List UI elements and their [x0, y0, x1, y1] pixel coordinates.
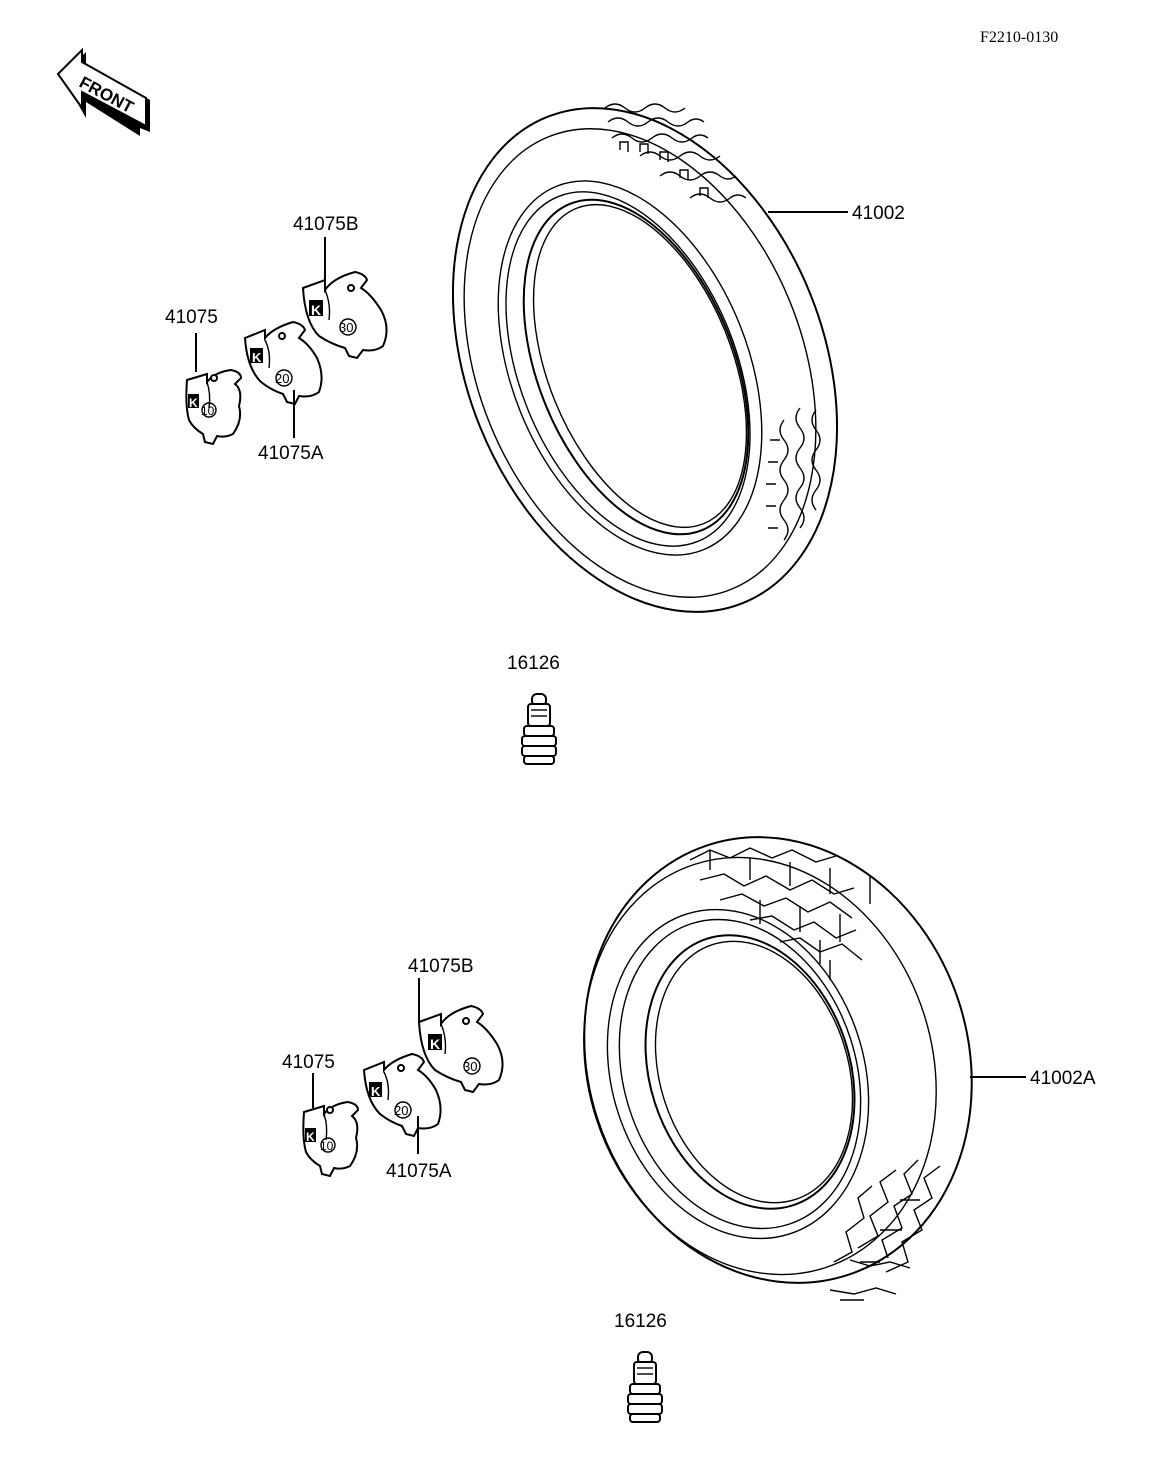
balance-weight-30-rear: K 30	[417, 1004, 504, 1094]
weight-30-front-brand: K	[311, 302, 321, 318]
drawing-code: F2210-0130	[980, 29, 1058, 46]
callout-41075A-rear: 41075A	[386, 1161, 452, 1182]
weight-20-front-value: 20	[275, 371, 289, 386]
weight-20-front-brand: K	[252, 350, 262, 365]
front-tire	[451, 103, 839, 613]
callout-41075-front: 41075	[165, 307, 218, 328]
weight-10-front-value: 10	[201, 404, 215, 418]
callout-41075A-front: 41075A	[258, 443, 324, 464]
callout-41002: 41002	[852, 203, 905, 224]
balance-weight-10-rear: K 10	[302, 1100, 360, 1178]
callout-41002A: 41002A	[1030, 1068, 1096, 1089]
balance-weight-10-front: K 10	[185, 368, 243, 446]
callout-16126-front: 16126	[507, 653, 560, 674]
balance-weight-20-front: K 20	[243, 320, 323, 406]
weight-10-rear-value: 10	[320, 1139, 334, 1153]
callout-41075-rear: 41075	[282, 1052, 335, 1073]
rear-tire-tread-upper	[689, 847, 871, 980]
valve-front	[521, 693, 557, 765]
front-tire-tread-upper	[604, 103, 747, 203]
weight-20-rear-value: 20	[394, 1103, 408, 1118]
weight-30-front-value: 30	[339, 320, 353, 335]
balance-weight-20-rear: K 20	[362, 1052, 442, 1138]
rear-tire	[583, 836, 973, 1301]
callout-41075B-front: 41075B	[293, 214, 359, 235]
weight-30-rear-value: 30	[463, 1059, 477, 1074]
balance-weight-30-front: K 30	[301, 270, 388, 360]
front-arrow-icon: FRONT	[56, 47, 150, 136]
weight-30-rear-brand: K	[430, 1036, 440, 1052]
valve-rear	[627, 1351, 663, 1423]
callout-16126-rear: 16126	[614, 1311, 667, 1332]
weight-10-front-brand: K	[189, 396, 198, 410]
front-tire-tread-lower	[766, 407, 821, 541]
rear-tire-tread-lower	[829, 1159, 941, 1301]
weight-20-rear-brand: K	[371, 1084, 381, 1099]
weight-10-rear-brand: K	[306, 1130, 315, 1144]
callout-41075B-rear: 41075B	[408, 956, 474, 977]
